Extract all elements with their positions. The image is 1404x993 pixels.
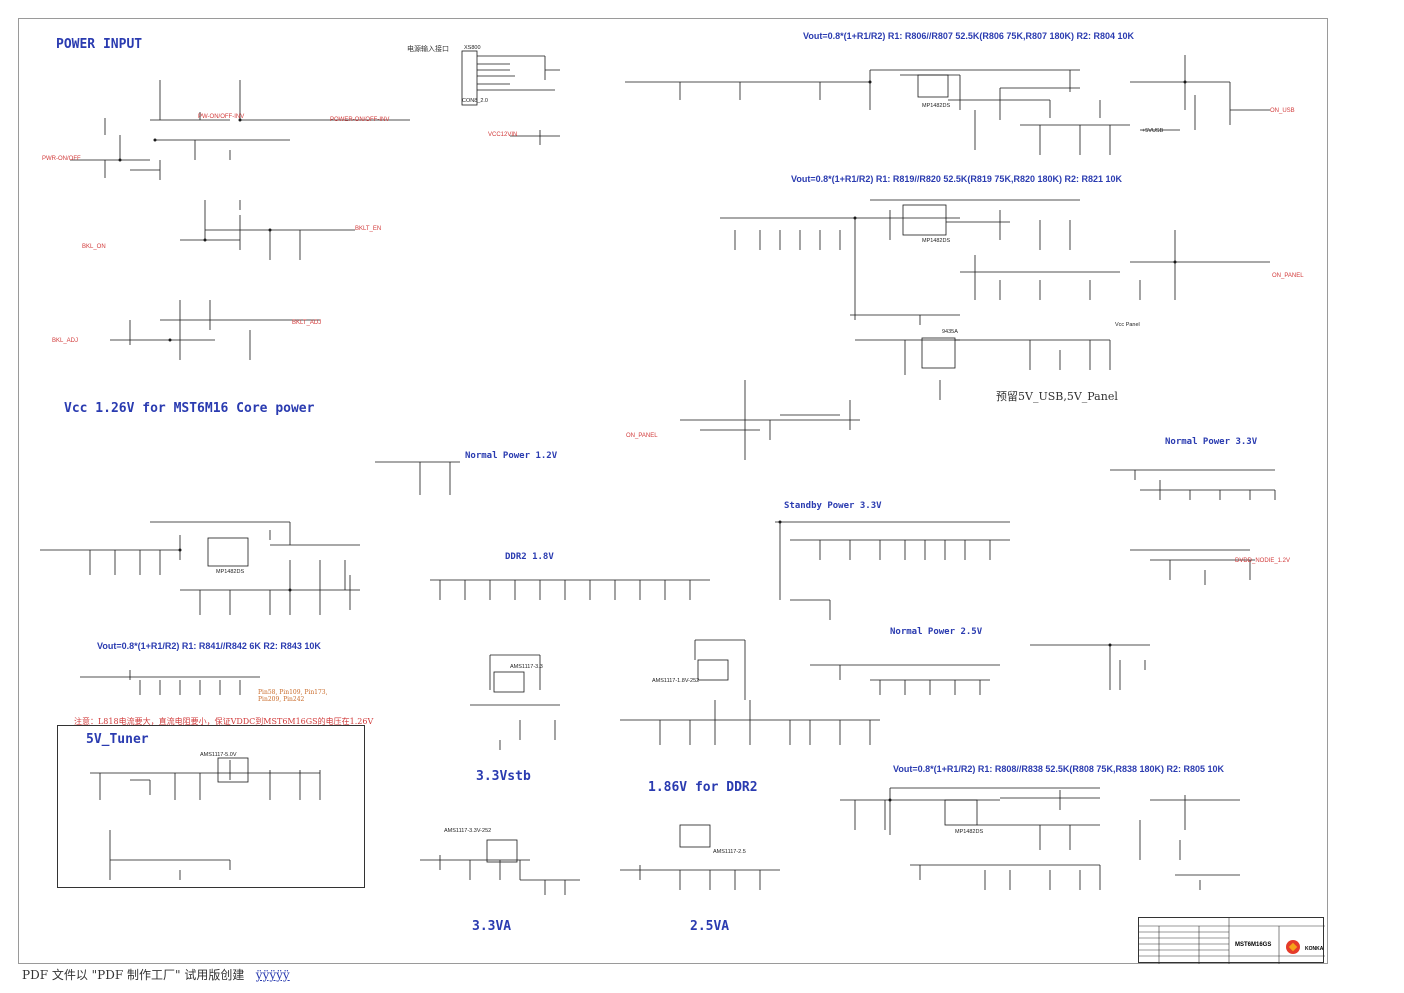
net-bkl-adj: BKL_ADJ [52, 338, 79, 344]
formula-bottom-buck: Vout=0.8*(1+R1/R2) R1: R808//R838 52.5K(… [893, 764, 1224, 774]
pdf-footer: PDF 文件以 "PDF 制作工厂" 试用版创建 ÿÿÿÿÿ [22, 966, 290, 983]
net-bklt-en: BKLT_EN [355, 226, 382, 232]
title-power-input: POWER INPUT [56, 37, 143, 52]
footer-link[interactable]: ÿÿÿÿÿ [255, 968, 290, 982]
part-ams1117-3v3: AMS1117-3.3 [510, 664, 543, 670]
title-3-3va: 3.3VA [472, 919, 512, 934]
net-pw-on-off-inv: PW-ON/OFF-INV [198, 114, 245, 120]
tuner-section-box [57, 725, 365, 888]
title-ddr2-1-8v: DDR2 1.8V [505, 552, 554, 562]
net-bklt-adj: BKLT_ADJ [292, 320, 322, 326]
note-reserve-usb-panel: 预留5V_USB,5V_Panel [996, 390, 1118, 403]
title-normal-1-2v: Normal Power 1.2V [465, 451, 558, 461]
title-vcc-core: Vcc 1.26V for MST6M16 Core power [64, 401, 315, 416]
model-name: MST6M16GS [1235, 942, 1272, 948]
part-mp1482-bottom: MP1482DS [955, 829, 984, 835]
net-vcc-panel: Vcc Panel [1115, 322, 1140, 328]
note-pins-2: Pin209, Pin242 [258, 696, 305, 703]
konka-logo-icon [1286, 940, 1300, 954]
note-power-interface: 电源输入接口 [407, 45, 449, 53]
formula-top-buck: Vout=0.8*(1+R1/R2) R1: R806//R807 52.5K(… [803, 31, 1134, 41]
formula-core-buck: Vout=0.8*(1+R1/R2) R1: R841//R842 6K R2:… [97, 641, 321, 651]
title-3-3vstb: 3.3Vstb [476, 769, 531, 784]
net-dvdd-nodie: DVDD_NODIE_1.2V [1235, 558, 1291, 564]
net-on-panel: ON_PANEL [1272, 273, 1304, 279]
net-on-panel-2: ON_PANEL [626, 433, 658, 439]
part-9435a: 9435A [942, 329, 958, 335]
part-mp1482-core: MP1482DS [216, 569, 245, 575]
part-xs800: XS800 [464, 45, 481, 51]
formula-panel-buck: Vout=0.8*(1+R1/R2) R1: R819//R820 52.5K(… [791, 174, 1122, 184]
net-on-usb: ON_USB [1270, 108, 1295, 114]
title-5v-tuner: 5V_Tuner [86, 732, 149, 747]
net-power-on-off-inv: POWER-ON/OFF-INV [330, 117, 390, 123]
net-vcc12vin: VCC12VIN [488, 132, 518, 138]
note-l818: 注意：L818电流要大，直流电阻要小，保证VDDC到MST6M16GS的电压在1… [74, 717, 374, 726]
part-mp1482-top: MP1482DS [922, 103, 951, 109]
title-normal-3-3v: Normal Power 3.3V [1165, 437, 1258, 447]
net-bkl-on: BKL_ON [82, 244, 106, 250]
part-ams1117-1v8: AMS1117-1.8V-252 [652, 678, 700, 684]
footer-text: PDF 文件以 "PDF 制作工厂" 试用版创建 [22, 968, 245, 982]
part-con8: CON8_2.0 [462, 98, 488, 104]
part-ams1117-2v5: AMS1117-2.5 [713, 849, 746, 855]
part-mp1482-panel: MP1482DS [922, 238, 951, 244]
sheet-frame [18, 18, 1328, 964]
net-5vusb: +5VUSB [1142, 128, 1164, 134]
part-ams1117-3v3-252: AMS1117-3.3V-252 [444, 828, 492, 834]
title-standby-3-3v: Standby Power 3.3V [784, 501, 882, 511]
part-ams1117-5v: AMS1117-5.0V [200, 752, 237, 758]
brand-name: KONKA [1305, 946, 1324, 952]
net-pwr-on-off: PWR-ON/OFF [42, 156, 81, 162]
title-2-5va: 2.5VA [690, 919, 730, 934]
note-pins-1: Pin58, Pin109, Pin173, [258, 689, 328, 696]
title-normal-2-5v: Normal Power 2.5V [890, 627, 983, 637]
title-1-86v-ddr2: 1.86V for DDR2 [648, 780, 758, 795]
title-block: KONKA MST6M16GS [1138, 917, 1325, 964]
